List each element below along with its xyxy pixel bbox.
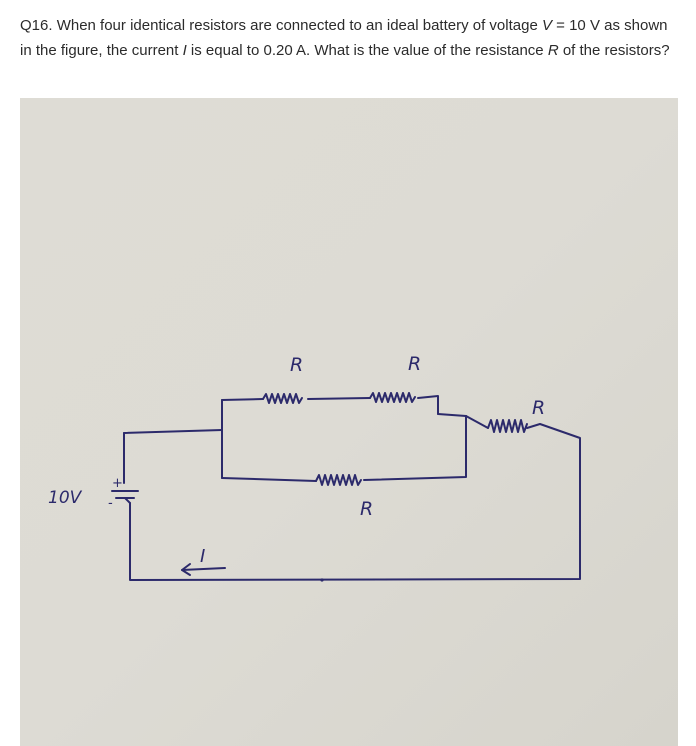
parallel-right-junction [437, 413, 467, 417]
resistor-bottom-label: R [360, 498, 373, 520]
resistor-top-right [369, 392, 416, 403]
top-branch-wire-right [417, 395, 439, 415]
junction-dot [320, 578, 324, 582]
bottom-return-wire [129, 502, 581, 581]
bottom-branch-wire-right [363, 415, 467, 481]
resistor-bottom [315, 474, 362, 486]
paper-background [20, 98, 678, 746]
resistor-top-left [262, 393, 303, 404]
series-lead-wire [465, 415, 489, 429]
question-text-part3: is equal to 0.20 A. What is the value of… [186, 41, 548, 59]
bottom-branch-wire-left [221, 477, 317, 482]
current-arrow-head [181, 563, 191, 576]
question-text: Q16. When four identical resistors are c… [20, 14, 680, 63]
resistor-series [487, 419, 528, 433]
resistor-top-left-label: R [290, 354, 303, 376]
current-label: I [200, 546, 205, 567]
question-number: Q16. [20, 17, 53, 34]
top-branch-wire-left [221, 398, 264, 401]
circuit-wires [111, 392, 581, 581]
top-branch-wire-middle [307, 397, 371, 400]
battery-voltage-label: 10V [48, 488, 83, 508]
circuit-photo: R R R R 10V + - I [20, 98, 678, 746]
voltage-symbol: V [541, 17, 552, 34]
battery-minus-sign: - [108, 496, 113, 511]
question-text-part2: = 10 V as shown in the figure, the curre… [20, 17, 668, 59]
question-text-part1: When four identical resistors are connec… [52, 17, 542, 34]
resistor-series-label: R [532, 397, 545, 419]
current-arrow-shaft [181, 567, 226, 571]
battery-bottom-lead [124, 497, 131, 504]
resistor-top-right-label: R [408, 353, 421, 375]
current-symbol: I [182, 41, 187, 59]
right-side-wire [526, 423, 581, 577]
question-text-part4: of the resistors? [558, 41, 670, 59]
left-top-wire [123, 429, 223, 434]
circuit-diagram: R R R R 10V + - I [20, 98, 678, 746]
resistance-symbol: R [547, 41, 559, 59]
battery-plus-sign: + [112, 476, 123, 491]
